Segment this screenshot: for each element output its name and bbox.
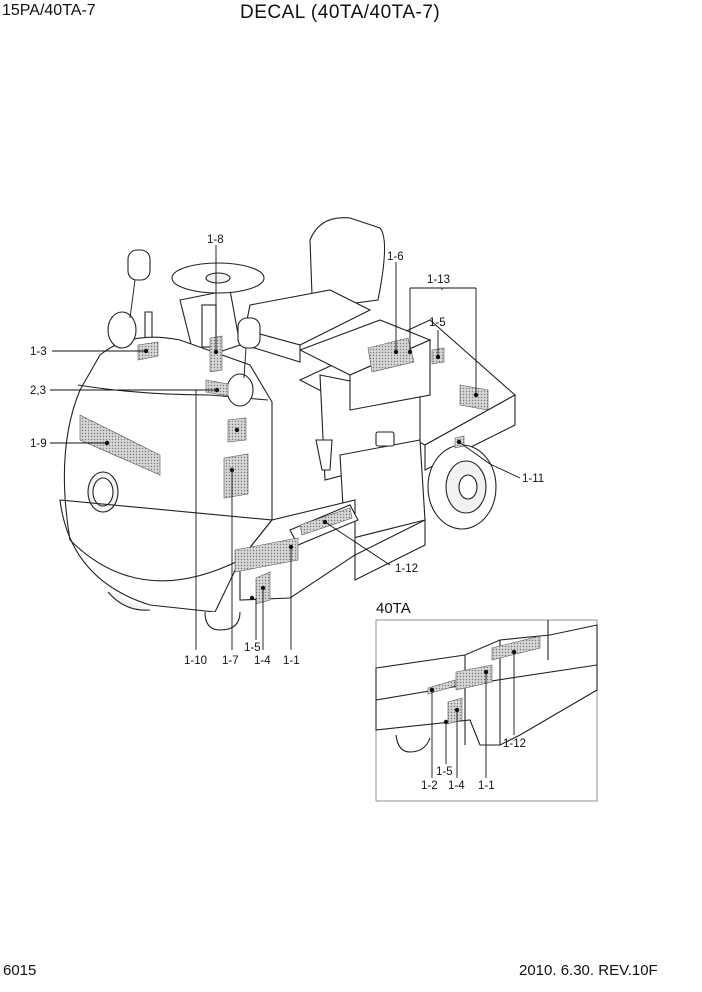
label-1-1: 1-1 — [283, 655, 300, 667]
revision-date: 2010. 6.30. REV.10F — [519, 962, 658, 979]
inset-40ta: 40TA 1-12 1-5 1-2 1-4 1-1 — [375, 600, 598, 802]
label-1-10: 1-10 — [184, 655, 207, 667]
model-number: 15PA/40TA-7 — [2, 2, 96, 19]
inset-label-1-12: 1-12 — [503, 738, 526, 750]
inset-label-1-2: 1-2 — [421, 780, 438, 792]
tow-tractor-drawing — [59, 217, 516, 631]
label-1-7: 1-7 — [222, 655, 239, 667]
label-1-13: 1-13 — [427, 274, 450, 286]
label-1-4: 1-4 — [254, 655, 271, 667]
label-1-5-bottom: 1-5 — [244, 642, 261, 654]
label-1-9: 1-9 — [30, 438, 47, 450]
page-title: DECAL (40TA/40TA-7) — [240, 2, 441, 23]
label-1-5-top: 1-5 — [429, 317, 446, 329]
page-number: 6015 — [3, 962, 37, 979]
inset-label-1-5: 1-5 — [436, 766, 453, 778]
label-1-8: 1-8 — [207, 234, 224, 246]
label-2-3: 2,3 — [30, 385, 46, 397]
label-1-6: 1-6 — [387, 251, 404, 263]
leader-lines — [50, 245, 521, 650]
inset-label-1-1: 1-1 — [478, 780, 495, 792]
label-1-12: 1-12 — [395, 563, 418, 575]
label-1-3: 1-3 — [30, 346, 47, 358]
inset-title: 40TA — [376, 600, 411, 617]
part-labels: 1-8 1-6 1-13 1-5 1-3 2,3 1-9 1-11 1-12 1… — [30, 234, 544, 667]
label-1-11: 1-11 — [522, 473, 544, 485]
inset-label-1-4: 1-4 — [448, 780, 465, 792]
